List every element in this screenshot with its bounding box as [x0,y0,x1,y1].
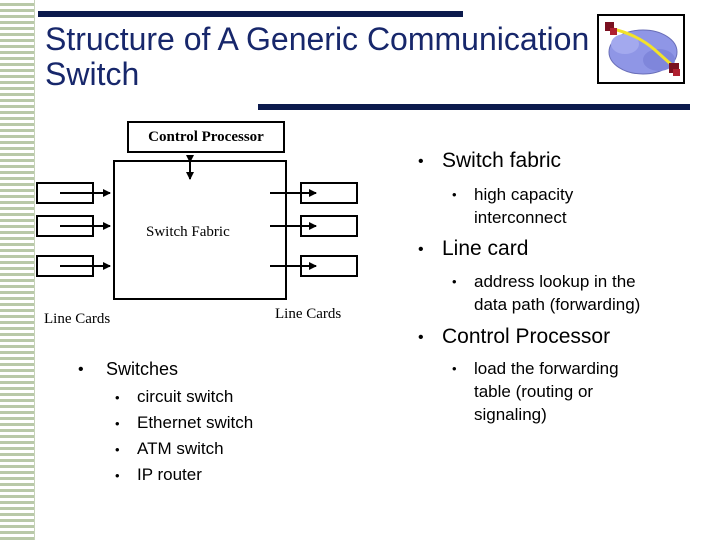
control-processor-box: Control Processor [127,121,285,153]
switch-fabric-heading: Switch fabric [442,149,562,172]
line-cards-left-label: Line Cards [44,311,111,327]
top-rule [38,11,463,17]
bullet-icon: • [418,153,424,170]
list-item: •IP router [115,462,285,488]
line-cards-right-label: Line Cards [275,306,342,322]
title-underline-rule [258,104,690,110]
bullet-icon: • [452,187,457,202]
bullet-icon: • [115,416,120,431]
page-title: Structure of A Generic Communication Swi… [45,21,590,92]
network-logo-icon [597,14,687,86]
list-item: •Ethernet switch [115,410,285,436]
bullet-icon: • [115,442,120,457]
bullet-icon: • [418,241,424,258]
line-card-left-3 [36,255,94,277]
switch-fabric-box [113,160,287,300]
bullet-icon: • [115,390,120,405]
side-stripe-decoration [0,0,35,540]
list-item: •circuit switch [115,384,285,410]
line-card-right-3 [300,255,358,277]
bullet-icon: • [115,468,120,483]
control-processor-heading: Control Processor [442,325,611,348]
line-card-left-1 [36,182,94,204]
switch-fabric-label: Switch Fabric [146,224,230,240]
bullet-icon: • [78,361,84,378]
switches-heading: Switches [106,359,179,379]
switches-items: •circuit switch •Ethernet switch •ATM sw… [115,384,285,488]
line-card-heading: Line card [442,237,529,260]
line-card-right-1 [300,182,358,204]
list-item: •ATM switch [115,436,285,462]
line-card-right-2 [300,215,358,237]
bullet-icon: • [452,361,457,376]
line-card-left-2 [36,215,94,237]
bullet-icon: • [418,329,424,346]
bullet-icon: • [452,274,457,289]
